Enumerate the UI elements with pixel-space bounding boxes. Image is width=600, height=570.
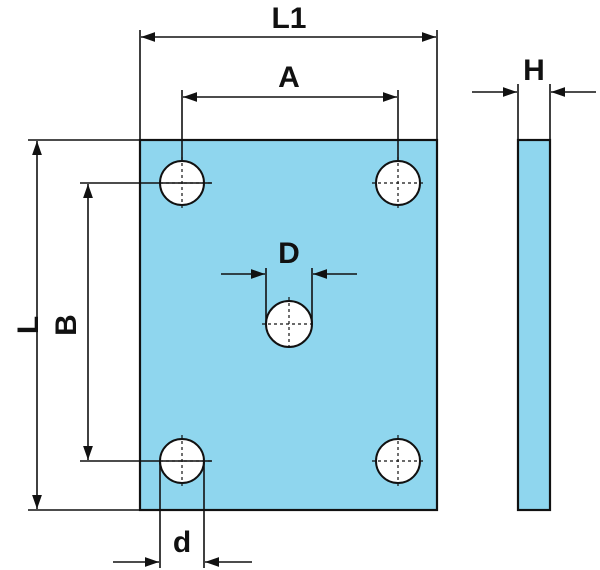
dimension-H: H (472, 54, 596, 140)
hole-bottom-right (372, 435, 424, 487)
dimension-D: D (221, 237, 357, 324)
dimension-L: L (12, 139, 140, 511)
hole-top-right (372, 157, 424, 209)
label-L: L (12, 316, 45, 334)
label-A: A (278, 61, 300, 94)
plate-side-body (516, 138, 552, 512)
dimension-d: d (113, 461, 252, 568)
label-D: D (278, 237, 300, 270)
plate-side-view (516, 138, 552, 512)
label-d: d (173, 526, 191, 559)
label-H: H (523, 54, 545, 87)
dimension-L1: L1 (139, 2, 438, 140)
dimension-A: A (181, 61, 399, 160)
label-L1: L1 (271, 2, 306, 35)
label-B: B (50, 314, 83, 336)
dimension-B: B (50, 182, 212, 462)
